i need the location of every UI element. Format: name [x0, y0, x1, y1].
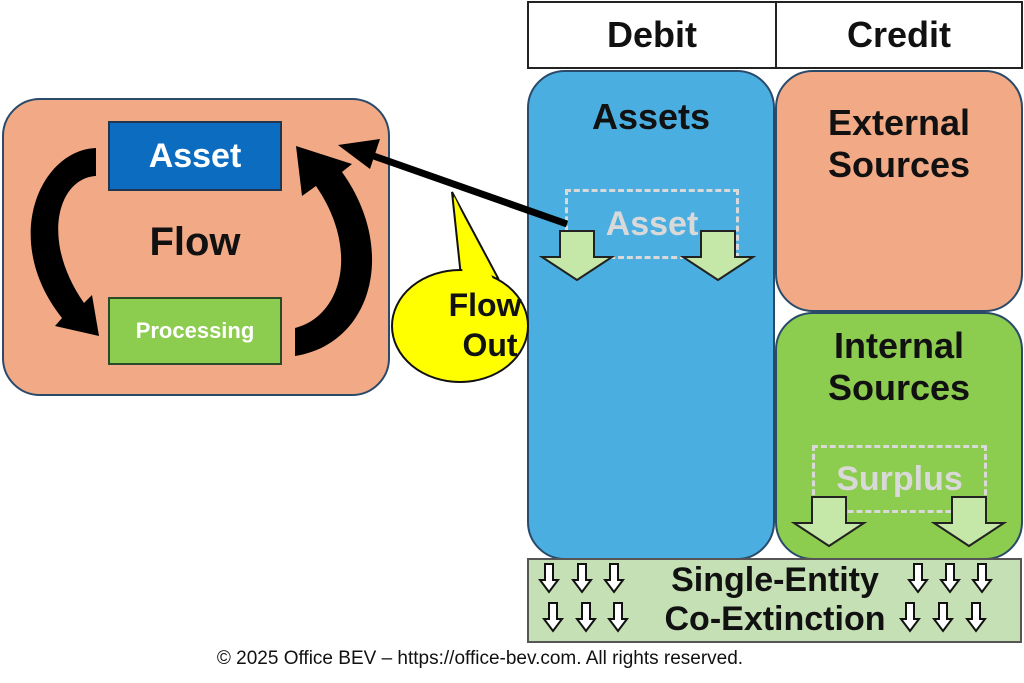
down-arrow-icon [930, 496, 1008, 548]
callout-line1: Flow [449, 287, 522, 323]
callout-line2: Out [462, 327, 517, 363]
copyright-footer: © 2025 Office BEV – https://office-bev.c… [216, 648, 744, 669]
processing-box: Processing [108, 297, 282, 365]
debit-header: Debit [527, 1, 777, 69]
small-down-arrow-icon [575, 602, 597, 633]
external-sources-line2: Sources [827, 144, 971, 185]
down-arrow-icon [538, 230, 616, 282]
small-down-arrow-icon [932, 602, 954, 633]
asset-box-label: Asset [148, 136, 242, 175]
external-sources-line1: External [827, 102, 971, 143]
strip-line2: Co-Extinction [664, 600, 886, 638]
strip-line1: Single-Entity [671, 561, 879, 599]
internal-inner-surplus-label: Surplus [836, 459, 963, 498]
small-down-arrow-icon [603, 563, 625, 594]
small-down-arrow-icon [965, 602, 987, 633]
assets-panel [527, 70, 775, 560]
left-curved-arrow-icon [30, 148, 99, 336]
down-arrow-icon [790, 496, 868, 548]
flow-out-arrow-icon [338, 139, 569, 228]
credit-header: Credit [775, 1, 1023, 69]
small-down-arrow-icon [899, 602, 921, 633]
processing-box-label: Processing [135, 318, 255, 343]
asset-box: Asset [108, 121, 282, 191]
assets-inner-asset-label: Asset [605, 204, 699, 243]
small-down-arrow-icon [542, 602, 564, 633]
small-down-arrow-icon [939, 563, 961, 594]
internal-inner-surplus-box: Surplus [812, 445, 987, 513]
internal-sources-line2: Sources [827, 367, 971, 408]
flow-label: Flow [149, 220, 241, 264]
internal-sources-line1: Internal [833, 325, 965, 366]
small-down-arrow-icon [571, 563, 593, 594]
external-sources-panel [775, 70, 1023, 312]
flow-out-callout [391, 191, 529, 383]
down-arrow-icon [679, 230, 757, 282]
small-down-arrow-icon [907, 563, 929, 594]
right-curved-arrow-icon [295, 146, 373, 356]
assets-title: Assets [591, 96, 711, 137]
small-down-arrow-icon [971, 563, 993, 594]
small-down-arrow-icon [538, 563, 560, 594]
small-down-arrow-icon [607, 602, 629, 633]
